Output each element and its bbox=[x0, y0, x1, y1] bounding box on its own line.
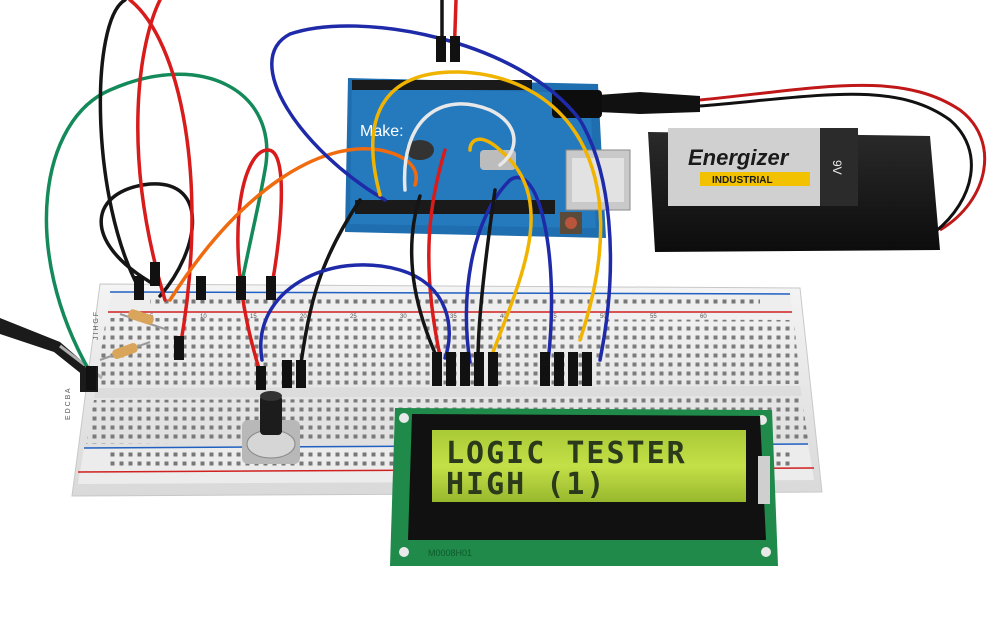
wire-red-1 bbox=[128, 0, 194, 350]
wire-red-2 bbox=[136, 0, 167, 302]
column-mark: 35 bbox=[450, 314, 457, 320]
column-mark: 55 bbox=[650, 314, 657, 320]
column-mark: 10 bbox=[200, 314, 207, 320]
battery-cable-red bbox=[699, 83, 987, 232]
lcd-part-number: M0008H01 bbox=[428, 548, 472, 558]
arduino-header-bottom bbox=[355, 200, 555, 214]
column-mark: 60 bbox=[700, 314, 707, 320]
column-mark: 25 bbox=[350, 314, 357, 320]
arduino-label: Make: bbox=[360, 123, 404, 140]
wire-blue-3 bbox=[464, 175, 554, 364]
resistor-2 bbox=[112, 342, 138, 360]
row-letters-bottom: E D C B A bbox=[65, 388, 72, 420]
wire-yellow-2 bbox=[468, 137, 533, 362]
lcd-screen bbox=[432, 430, 746, 502]
battery-cable-black bbox=[699, 92, 973, 234]
wire-black-5 bbox=[476, 188, 497, 362]
lcd-line-1: LOGIC TESTER bbox=[446, 436, 687, 471]
column-mark: 15 bbox=[250, 314, 257, 320]
battery-subline: INDUSTRIAL bbox=[712, 175, 773, 186]
resistor-1 bbox=[128, 309, 154, 325]
potentiometer-knob bbox=[260, 395, 282, 435]
column-mark: 45 bbox=[550, 314, 557, 320]
wire-pins bbox=[86, 36, 592, 390]
battery-brand: Energizer bbox=[688, 145, 790, 170]
wire-white bbox=[402, 102, 516, 192]
column-mark: 40 bbox=[500, 314, 507, 320]
potentiometer bbox=[242, 391, 300, 464]
battery-pack: Energizer INDUSTRIAL 9V bbox=[648, 128, 940, 252]
wire-black-3 bbox=[298, 198, 362, 372]
wire-red-4 bbox=[427, 148, 447, 358]
column-mark: 30 bbox=[400, 314, 407, 320]
column-mark: 50 bbox=[600, 314, 607, 320]
wire-blue-2 bbox=[270, 24, 613, 362]
lcd-module: LOGIC TESTER HIGH (1) M0008H01 bbox=[390, 408, 778, 566]
wire-orange bbox=[168, 147, 418, 302]
column-marks: 51015202530354045505560 bbox=[150, 314, 707, 320]
lcd-line-2: HIGH (1) bbox=[446, 467, 607, 502]
wire-black-2 bbox=[99, 182, 195, 298]
battery-voltage: 9V bbox=[830, 160, 844, 175]
lcd-backlight-edge bbox=[758, 456, 770, 504]
row-letters-top: J I H G F bbox=[93, 312, 100, 340]
wire-black-4 bbox=[409, 194, 440, 362]
wire-black-1 bbox=[98, 0, 142, 292]
resistors bbox=[99, 309, 169, 361]
wire-blue-1 bbox=[259, 263, 451, 362]
power-plug bbox=[552, 83, 987, 234]
battery-band bbox=[700, 172, 810, 186]
jumper-wires bbox=[44, 0, 613, 380]
wire-green bbox=[44, 72, 269, 374]
wire-yellow-1 bbox=[371, 70, 603, 342]
column-mark: 20 bbox=[300, 314, 307, 320]
